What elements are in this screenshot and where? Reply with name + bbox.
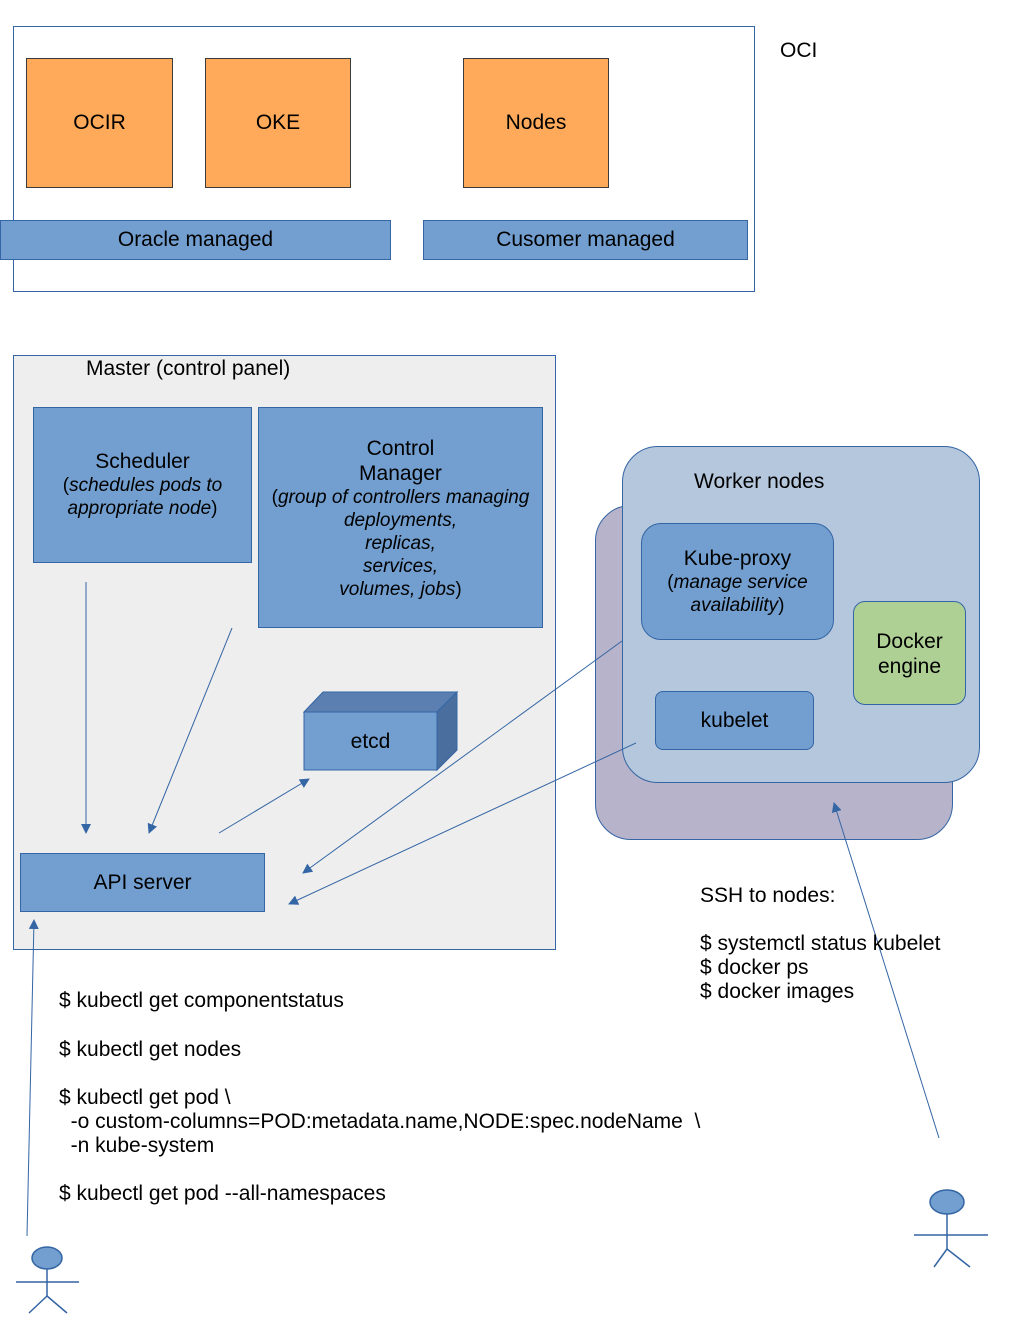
oke-box: OKE — [205, 58, 351, 188]
user-to-workers-arrow — [831, 802, 940, 1139]
admin-to-api-arrow — [26, 919, 39, 1237]
control-manager-box: Control Manager (group of controllers ma… — [258, 407, 543, 628]
api-server-box: API server — [20, 853, 265, 912]
ocir-box: OCIR — [26, 58, 173, 188]
ssh-command-1: $ systemctl status kubelet — [700, 932, 941, 955]
kube-proxy-desc: (manage service — [667, 572, 808, 593]
oci-label: OCI — [780, 39, 818, 62]
kube-proxy-box: Kube-proxy (manage service availability) — [641, 523, 834, 640]
ssh-command-3: $ docker images — [700, 980, 855, 1003]
kubectl-cmd-nodes: $ kubectl get nodes — [59, 1038, 242, 1061]
kubectl-cmd-pod-line2: -o custom-columns=POD:metadata.name,NODE… — [59, 1110, 701, 1133]
oke-label: OKE — [255, 111, 301, 134]
ocir-label: OCIR — [73, 111, 126, 134]
docker-engine-box: Docker engine — [853, 601, 966, 705]
control-manager-title-2: Manager — [359, 462, 442, 485]
etcd-label: etcd — [350, 730, 391, 753]
control-manager-desc: (group of controllers managing — [271, 487, 530, 508]
kubectl-cmd-pod-line3: -n kube-system — [59, 1134, 215, 1157]
scheduler-title: Scheduler — [95, 450, 190, 473]
kube-proxy-title: Kube-proxy — [683, 547, 792, 570]
nodes-box: Nodes — [463, 58, 609, 188]
kubectl-cmd-all-namespaces: $ kubectl get pod --all-namespaces — [59, 1182, 386, 1205]
worker-nodes-title: Worker nodes — [694, 470, 825, 493]
scheduler-box: Scheduler (schedules pods to appropriate… — [33, 407, 252, 563]
customer-managed-bar: Cusomer managed — [423, 220, 748, 260]
kubectl-cmd-componentstatus: $ kubectl get componentstatus — [59, 989, 344, 1012]
api-to-etcd-arrow — [218, 778, 310, 834]
kube-proxy-to-api-arrow — [302, 640, 623, 874]
scheduler-desc: (schedules pods to — [62, 475, 223, 496]
ssh-heading: SSH to nodes: — [700, 884, 836, 907]
docker-engine-line2: engine — [877, 655, 942, 678]
kubectl-cmd-pod-line1: $ kubectl get pod \ — [59, 1086, 231, 1109]
control-manager-title-1: Control — [366, 437, 435, 460]
kubelet-box: kubelet — [655, 691, 814, 750]
master-title: Master (control panel) — [86, 357, 291, 380]
kubelet-label: kubelet — [700, 709, 769, 732]
kubelet-to-api-arrow — [288, 742, 637, 905]
nodes-label: Nodes — [505, 111, 567, 134]
oracle-managed-bar: Oracle managed — [0, 220, 391, 260]
oracle-managed-label: Oracle managed — [117, 228, 274, 251]
docker-engine-line1: Docker — [876, 630, 943, 653]
api-server-label: API server — [93, 871, 192, 894]
customer-managed-label: Cusomer managed — [496, 228, 675, 251]
ssh-command-2: $ docker ps — [700, 956, 809, 979]
control-manager-to-api-arrow — [147, 627, 233, 834]
